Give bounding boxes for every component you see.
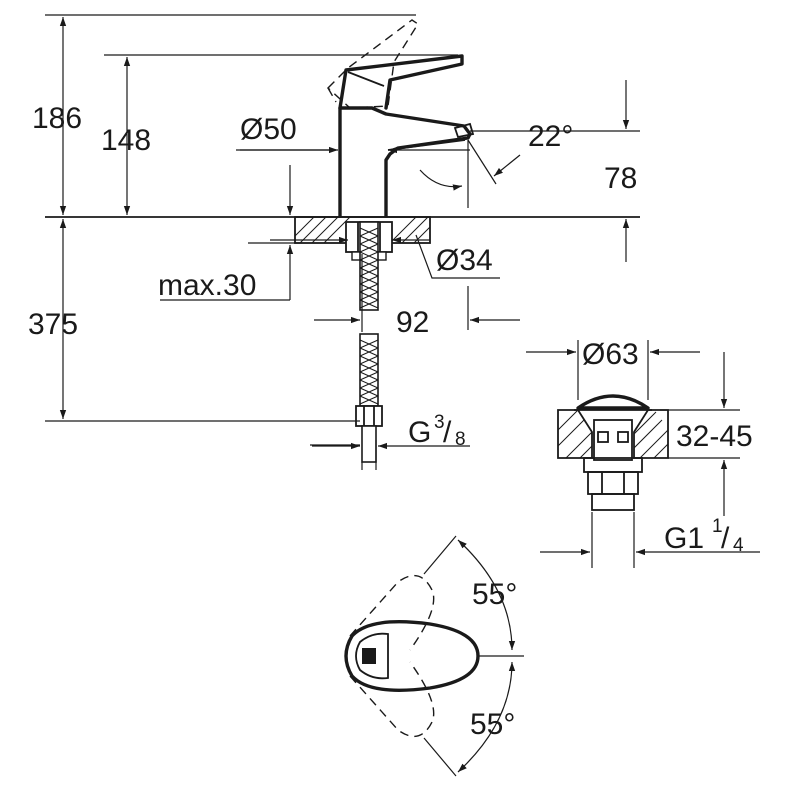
- faucet-side-view: 186 148 Ø50 22° 78 Ø34 max.30 375 92 G 3…: [28, 14, 640, 470]
- dim-waste-deck-range: 32-45: [676, 420, 753, 453]
- basin-section-hatch: [557, 409, 669, 459]
- svg-text:1: 1: [712, 516, 723, 537]
- svg-text:G1: G1: [664, 522, 704, 555]
- dim-total-height: 186: [32, 102, 82, 135]
- waste-drain-view: Ø63 32-45 G1 1 / 4: [526, 338, 760, 568]
- svg-text:/: /: [443, 416, 452, 449]
- dim-spout-angle: 22°: [528, 120, 573, 153]
- dim-spout-projection: 92: [396, 306, 429, 339]
- dim-hole-diameter: Ø34: [436, 244, 493, 277]
- svg-text:4: 4: [733, 535, 744, 556]
- dim-body-diameter: Ø50: [240, 113, 297, 146]
- lever-top-view: 55° 55°: [344, 535, 524, 777]
- lever-handle: [338, 54, 464, 110]
- svg-text:G: G: [408, 416, 431, 449]
- dim-lever-swing-left: 55°: [472, 578, 517, 611]
- dim-waste-thread: G1 1 / 4: [664, 516, 744, 556]
- dim-spout-height: 148: [101, 124, 151, 157]
- svg-text:3: 3: [434, 412, 445, 433]
- faucet-body: [338, 106, 475, 218]
- lever-handle-raised-ghost: [326, 19, 419, 109]
- svg-text:8: 8: [455, 429, 466, 450]
- supply-hose: [355, 221, 383, 463]
- dim-spout-reach-height: 78: [604, 162, 637, 195]
- dim-max-deck-thickness: max.30: [158, 269, 256, 302]
- svg-text:/: /: [721, 522, 730, 555]
- dim-connection-thread: G 3 / 8: [408, 412, 466, 450]
- dim-waste-diameter: Ø63: [582, 338, 639, 371]
- dimension-lines: [59, 17, 630, 450]
- dim-lever-swing-right: 55°: [470, 708, 515, 741]
- dim-below-deck-length: 375: [28, 308, 78, 341]
